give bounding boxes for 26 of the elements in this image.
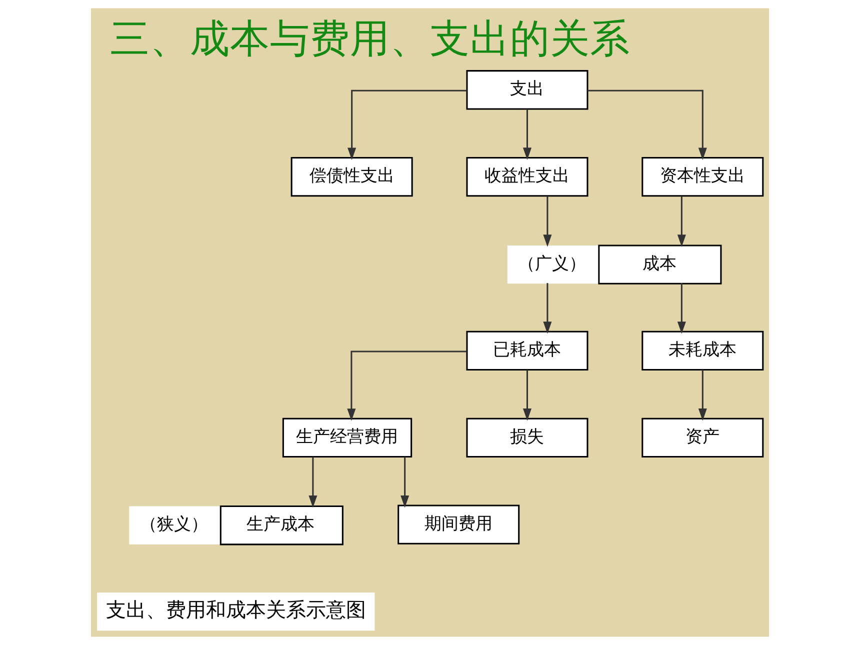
arrow [347, 350, 467, 421]
arrow [400, 456, 410, 508]
arrow [543, 283, 552, 334]
node-box: 未耗成本 [642, 330, 764, 371]
arrow [698, 370, 707, 421]
diagram-title: 三、成本与费用、支出的关系 [110, 16, 630, 62]
node-box: 收益性支出 [466, 157, 588, 197]
arrow [522, 370, 532, 421]
node-box: 支出 [466, 70, 588, 110]
node-box: 偿债性支出 [290, 157, 413, 197]
node-box: 已耗成本 [466, 330, 588, 371]
node-label: （广义） [518, 252, 586, 273]
arrow [543, 196, 552, 247]
caption: 支出、费用和成本关系示意图 [106, 598, 366, 622]
arrow [677, 196, 686, 247]
node-box: 生产经营费用 [282, 418, 412, 458]
node-box: 损失 [466, 418, 588, 458]
arrow [677, 283, 686, 334]
arrow [348, 90, 467, 160]
node-box: 资产 [642, 418, 764, 458]
node-label: （狭义） [140, 514, 208, 534]
arrow [522, 109, 532, 160]
node-box: 资本性支出 [642, 157, 764, 197]
arrow [588, 90, 707, 160]
node-box: 期间费用 [398, 504, 520, 544]
arrow [308, 456, 318, 508]
